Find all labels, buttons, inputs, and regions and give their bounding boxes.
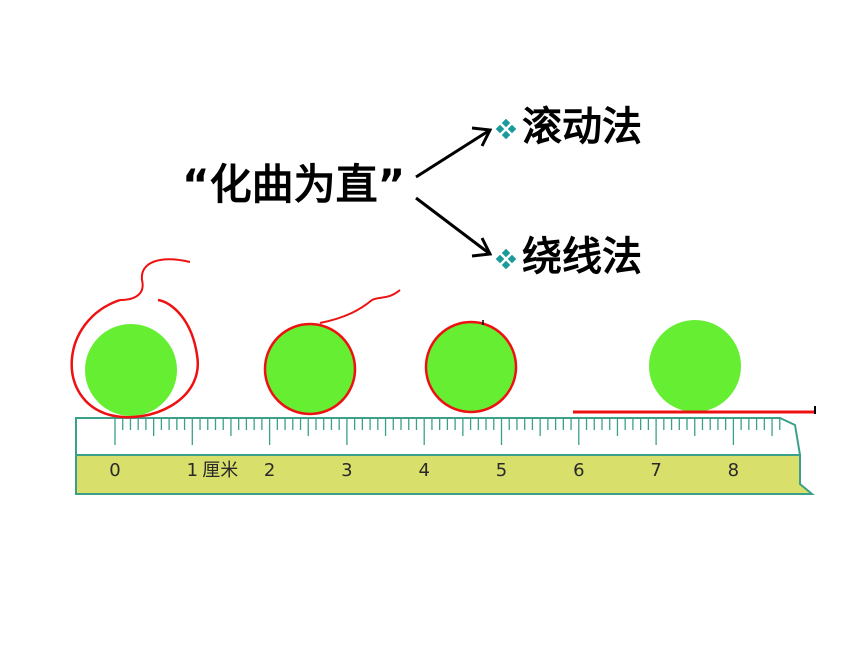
arrow-up-right (415, 126, 493, 179)
ruler-ticks (114, 419, 781, 445)
ruler-number: 1 (187, 460, 198, 481)
method-winding: 绕线法 (496, 232, 642, 282)
ruler-number: 5 (496, 460, 507, 481)
main-label: “化曲为直” (182, 160, 406, 209)
ruler-number: 0 (109, 460, 120, 481)
method-label: 滚动法 (522, 104, 642, 150)
ball-rolling (573, 320, 816, 414)
ruler-number: 7 (650, 460, 661, 481)
ruler-number: 3 (341, 460, 352, 481)
ruler-number: 8 (728, 460, 739, 481)
method-label: 绕线法 (522, 234, 642, 280)
ball-winding-2 (263, 289, 401, 416)
arrow-down-right (415, 196, 493, 258)
ruler-unit-label: 厘米 (202, 460, 238, 481)
ball-winding-1 (70, 258, 200, 419)
ruler-number: 4 (418, 460, 429, 481)
ruler-number: 6 (573, 460, 584, 481)
diamond-bullet-icon (496, 119, 518, 139)
ball-winding-3 (424, 320, 518, 414)
diamond-bullet-icon (496, 249, 518, 269)
method-rolling: 滚动法 (496, 102, 642, 152)
ruler-number: 2 (264, 460, 275, 481)
